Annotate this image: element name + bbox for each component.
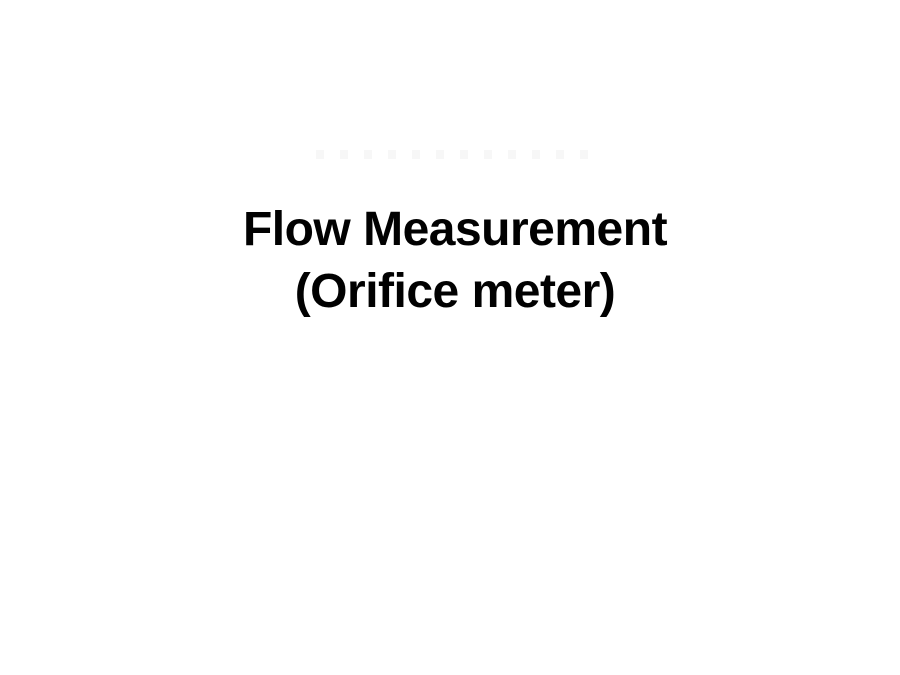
- slide-title-line-2: (Orifice meter): [294, 265, 616, 318]
- placeholder-dash-line: [316, 150, 594, 159]
- slide-title-line-1: Flow Measurement: [242, 203, 668, 256]
- slide-title: Flow Measurement (Orifice meter): [10, 199, 900, 323]
